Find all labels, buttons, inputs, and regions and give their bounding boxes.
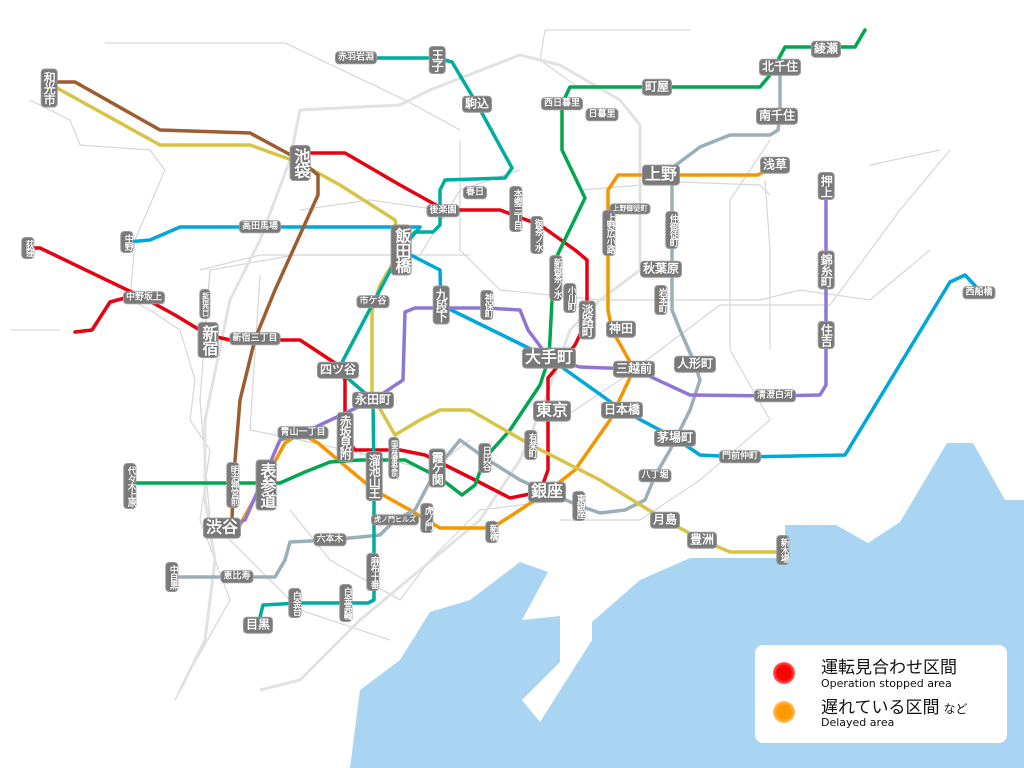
station-label[interactable]: 四ツ谷	[317, 362, 359, 378]
station-label[interactable]: 青山一丁目	[278, 427, 328, 439]
station-label[interactable]: 新宿三丁目	[230, 333, 280, 345]
station-label[interactable]: 日比谷	[479, 444, 491, 472]
station-label[interactable]: 後楽園	[427, 205, 459, 217]
station-label[interactable]: 白金台	[289, 589, 301, 617]
station-label[interactable]: 北千住	[759, 59, 801, 75]
station-label[interactable]: 表参道	[256, 460, 277, 510]
station-label[interactable]: 人形町	[674, 356, 716, 372]
station-label[interactable]: 飯田橋	[391, 225, 412, 275]
legend-delayed-en: Delayed area	[821, 716, 895, 729]
station-label[interactable]: 王子	[429, 47, 445, 73]
station-label[interactable]: 岩本町	[655, 286, 667, 314]
station-label[interactable]: 神田	[606, 321, 636, 337]
station-label[interactable]: 西船橋	[963, 287, 995, 299]
station-label[interactable]: 月島	[650, 512, 680, 528]
operation-stopped-marker	[773, 662, 795, 684]
station-label[interactable]: 御茶ノ水	[531, 217, 543, 253]
station-label[interactable]: 霞ケ関	[429, 449, 445, 487]
station-label[interactable]: 豊洲	[687, 532, 717, 548]
station-label[interactable]: 白金高輪	[340, 585, 352, 621]
station-label[interactable]: 門前仲町	[719, 451, 761, 463]
legend-delayed-suffix: など	[943, 702, 968, 716]
station-label[interactable]: 上野御徒町	[610, 204, 650, 214]
station-label[interactable]: 荻窪	[22, 238, 34, 258]
station-label[interactable]: 八丁堀	[639, 470, 671, 482]
legend-delayed-jp-text: 遅れている区間	[821, 698, 940, 718]
station-label[interactable]: 明治神宮前	[227, 463, 239, 507]
station-label[interactable]: 赤坂見附	[337, 413, 353, 461]
station-label[interactable]: 茅場町	[654, 430, 696, 446]
station-label[interactable]: 本郷三丁目	[510, 187, 522, 231]
station-label[interactable]: 大手町	[522, 347, 576, 368]
station-label[interactable]: 春日	[463, 187, 487, 199]
station-label[interactable]: 渋谷	[203, 517, 241, 538]
station-label[interactable]: 上野	[642, 164, 680, 185]
station-label[interactable]: 市ケ谷	[357, 296, 389, 308]
station-label[interactable]: 永田町	[352, 392, 394, 408]
station-label[interactable]: 南千住	[756, 108, 798, 124]
station-label[interactable]: 代々木上原	[124, 464, 136, 508]
station-label[interactable]: 麻布十番	[367, 554, 379, 590]
station-label[interactable]: 仲御徒町	[666, 212, 678, 248]
line-marunouchi	[23, 151, 589, 500]
station-label[interactable]: 新宿西口	[200, 290, 210, 318]
station-label[interactable]: 東京	[533, 400, 571, 421]
station-label[interactable]: 六本木	[314, 534, 346, 546]
legend-stopped-jp: 運転見合わせ区間	[821, 658, 957, 678]
station-label[interactable]: 小川町	[564, 284, 576, 312]
line-marunouchi-branch	[73, 296, 127, 334]
jr-yamanote-line	[178, 53, 642, 692]
station-label[interactable]: 高田馬場	[239, 221, 281, 233]
station-label[interactable]: 西日暮里	[541, 98, 583, 110]
station-label[interactable]: 上野広小路	[603, 211, 615, 255]
station-label[interactable]: 新御茶ノ水	[550, 256, 562, 300]
station-label[interactable]: 国会議事堂前	[389, 438, 399, 478]
station-label[interactable]: 町屋	[642, 79, 672, 95]
station-label[interactable]: 恵比寿	[221, 571, 253, 583]
station-label[interactable]: 池袋	[290, 146, 311, 180]
station-label[interactable]: 日暮里	[586, 109, 618, 121]
station-label[interactable]: 駒込	[462, 96, 492, 112]
station-label[interactable]: 淡路町	[579, 301, 595, 339]
station-label[interactable]: 赤羽岩淵	[335, 52, 377, 64]
station-label[interactable]: 住吉	[818, 322, 834, 348]
station-label[interactable]: 浅草	[760, 157, 790, 173]
station-label[interactable]: 神保町	[481, 291, 493, 319]
station-label[interactable]: 秋葉原	[640, 261, 682, 277]
station-label[interactable]: 新宿	[198, 323, 219, 357]
station-label[interactable]: 目黒	[243, 617, 273, 633]
station-label[interactable]: 虎ノ門ヒルズ	[372, 515, 418, 525]
station-label[interactable]: 日本橋	[601, 402, 643, 418]
station-label[interactable]: 押上	[818, 173, 834, 199]
line-fukutoshin	[55, 80, 320, 522]
station-label[interactable]: 虎ノ門	[421, 504, 433, 532]
station-label[interactable]: 中野	[121, 232, 133, 252]
line-chiyoda	[128, 28, 867, 497]
station-label[interactable]: 清澄白河	[754, 390, 796, 402]
station-label[interactable]: 綾瀬	[811, 41, 841, 57]
station-label[interactable]: 溜池山王	[366, 452, 382, 500]
line-namboku	[256, 56, 514, 627]
station-label[interactable]: 錦糸町	[818, 251, 834, 289]
station-label[interactable]: 新木場	[777, 536, 789, 564]
station-label[interactable]: 有楽町	[525, 431, 537, 459]
station-label[interactable]: 中野坂上	[123, 292, 165, 304]
legend: 運転見合わせ区間 Operation stopped area 遅れている区間な…	[755, 645, 1007, 743]
station-label[interactable]: 中目黒	[166, 563, 178, 591]
station-label[interactable]: 和光市	[41, 69, 57, 107]
station-label[interactable]: 銀座	[528, 481, 566, 502]
station-label[interactable]: 九段下	[433, 286, 449, 324]
legend-stopped-en: Operation stopped area	[821, 677, 952, 690]
delayed-marker	[773, 701, 795, 723]
legend-delayed-jp: 遅れている区間など	[821, 693, 968, 718]
station-label[interactable]: 三越前	[613, 361, 655, 377]
station-label[interactable]: 新橋	[486, 522, 498, 542]
station-label[interactable]: 東銀座	[573, 492, 585, 520]
